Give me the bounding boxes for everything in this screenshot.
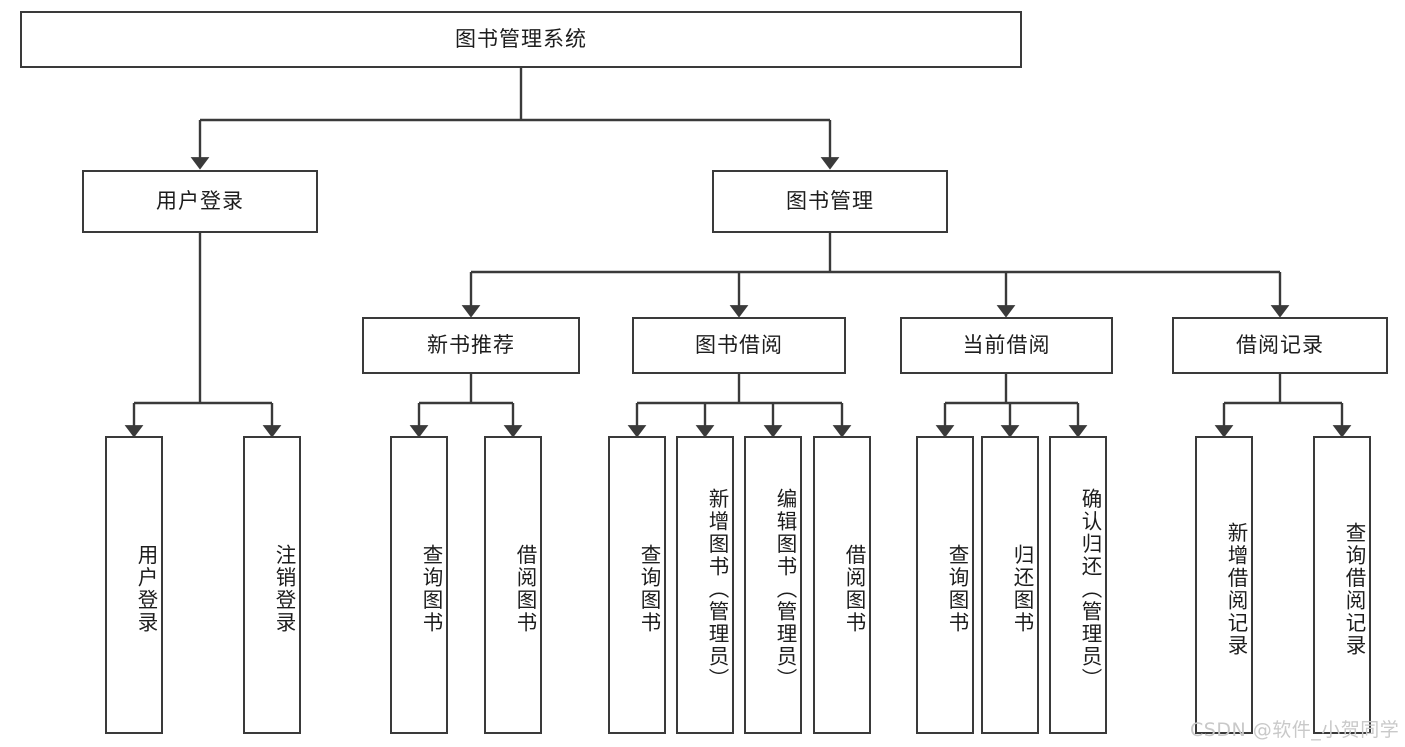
leaf-current-borrow-return-book[interactable]: 归还图书 bbox=[981, 436, 1039, 734]
leaf-user-login-signin[interactable]: 用户登录 bbox=[105, 436, 163, 734]
node-book-borrow[interactable]: 图书借阅 bbox=[632, 317, 846, 374]
node-label: 图书管理 bbox=[786, 188, 874, 213]
leaf-book-borrow-add-book-admin[interactable]: 新增图书（管理员） bbox=[676, 436, 734, 734]
node-label: 用户登录 bbox=[134, 544, 158, 634]
node-borrow-record[interactable]: 借阅记录 bbox=[1172, 317, 1388, 374]
node-label: 注销登录 bbox=[272, 544, 296, 634]
leaf-new-book-query-book[interactable]: 查询图书 bbox=[390, 436, 448, 734]
leaf-user-login-signout[interactable]: 注销登录 bbox=[243, 436, 301, 734]
node-label: 借阅图书 bbox=[513, 544, 537, 634]
node-root-book-management-system[interactable]: 图书管理系统 bbox=[20, 11, 1022, 68]
node-current-borrow[interactable]: 当前借阅 bbox=[900, 317, 1113, 374]
node-label: 查询图书 bbox=[637, 544, 661, 634]
leaf-current-borrow-confirm-return-admin[interactable]: 确认归还（管理员） bbox=[1049, 436, 1107, 734]
node-label: 新增借阅记录 bbox=[1224, 521, 1248, 657]
leaf-borrow-record-query-record[interactable]: 查询借阅记录 bbox=[1313, 436, 1371, 734]
node-label: 新书推荐 bbox=[427, 332, 515, 357]
leaf-borrow-record-add-record[interactable]: 新增借阅记录 bbox=[1195, 436, 1253, 734]
leaf-book-borrow-borrow-book[interactable]: 借阅图书 bbox=[813, 436, 871, 734]
node-label: 编辑图书（管理员） bbox=[773, 487, 797, 691]
node-label: 查询借阅记录 bbox=[1342, 521, 1366, 657]
node-label: 归还图书 bbox=[1010, 544, 1034, 634]
node-new-book-recommend[interactable]: 新书推荐 bbox=[362, 317, 580, 374]
node-label: 借阅图书 bbox=[842, 544, 866, 634]
leaf-book-borrow-query-book[interactable]: 查询图书 bbox=[608, 436, 666, 734]
node-label: 查询图书 bbox=[419, 544, 443, 634]
node-user-login[interactable]: 用户登录 bbox=[82, 170, 318, 233]
node-label: 查询图书 bbox=[945, 544, 969, 634]
node-label: 用户登录 bbox=[156, 188, 244, 213]
leaf-book-borrow-edit-book-admin[interactable]: 编辑图书（管理员） bbox=[744, 436, 802, 734]
node-label: 当前借阅 bbox=[962, 332, 1051, 357]
node-book-management[interactable]: 图书管理 bbox=[712, 170, 948, 233]
watermark-text: CSDN @软件_小贺同学 bbox=[1190, 719, 1400, 741]
node-label: 图书借阅 bbox=[695, 332, 783, 357]
leaf-new-book-borrow-book[interactable]: 借阅图书 bbox=[484, 436, 542, 734]
node-label: 图书管理系统 bbox=[455, 26, 587, 51]
node-label: 确认归还（管理员） bbox=[1078, 487, 1102, 691]
leaf-current-borrow-query-book[interactable]: 查询图书 bbox=[916, 436, 974, 734]
node-label: 新增图书（管理员） bbox=[705, 487, 729, 691]
csdn-watermark: CSDN @软件_小贺同学 bbox=[1190, 715, 1399, 742]
node-label: 借阅记录 bbox=[1236, 332, 1324, 357]
